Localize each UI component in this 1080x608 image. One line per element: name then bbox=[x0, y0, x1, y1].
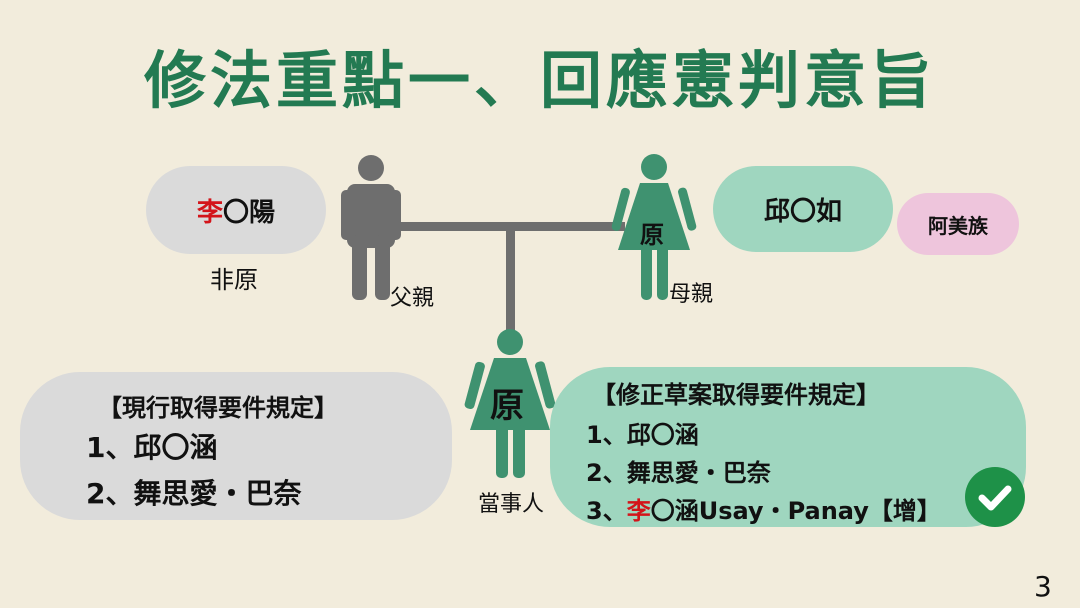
draft-rule-item-new: 3、李〇涵Usay・Panay【增】 bbox=[586, 491, 941, 526]
item-number: 3、 bbox=[586, 497, 627, 525]
current-rule-item: 2、舞思愛・巴奈 bbox=[86, 477, 302, 510]
current-rules-box: 【現行取得要件規定】 1、邱〇涵 2、舞思愛・巴奈 bbox=[20, 372, 452, 520]
check-circle-icon bbox=[965, 467, 1025, 527]
father-role-label: 父親 bbox=[390, 286, 435, 311]
draft-rules-heading: 【修正草案取得要件規定】 bbox=[592, 381, 880, 409]
child-figure-icon bbox=[464, 329, 556, 478]
father-figure-icon bbox=[341, 155, 401, 300]
surname-highlight: 李 bbox=[626, 497, 651, 525]
page-title: 修法重點一、回應憲判意旨 bbox=[143, 44, 936, 117]
item-text: 〇涵Usay・Panay【增】 bbox=[650, 497, 941, 525]
draft-rule-item: 2、舞思愛・巴奈 bbox=[586, 459, 771, 487]
mother-indigenous-badge: 原 bbox=[640, 221, 664, 249]
draft-rules-box: 【修正草案取得要件規定】 1、邱〇涵 2、舞思愛・巴奈 3、李〇涵Usay・Pa… bbox=[550, 367, 1026, 527]
child-role-label: 當事人 bbox=[478, 492, 545, 517]
father-surname: 李 bbox=[196, 197, 223, 228]
current-rule-item: 1、邱〇涵 bbox=[86, 431, 218, 464]
father-status: 非原 bbox=[210, 266, 258, 294]
mother-role-label: 母親 bbox=[669, 282, 714, 307]
mother-figure-icon bbox=[611, 154, 697, 300]
page-number: 3 bbox=[1034, 570, 1052, 603]
mother-name-pill: 邱〇如 bbox=[713, 166, 893, 252]
child-indigenous-badge: 原 bbox=[490, 386, 524, 426]
father-name-rest: 〇陽 bbox=[223, 197, 276, 228]
father-name-pill: 李〇陽 bbox=[146, 166, 326, 254]
connector-lines bbox=[400, 222, 625, 332]
draft-rule-item: 1、邱〇涵 bbox=[586, 421, 699, 449]
current-rules-heading: 【現行取得要件規定】 bbox=[98, 394, 338, 422]
tribe-pill: 阿美族 bbox=[897, 193, 1019, 255]
